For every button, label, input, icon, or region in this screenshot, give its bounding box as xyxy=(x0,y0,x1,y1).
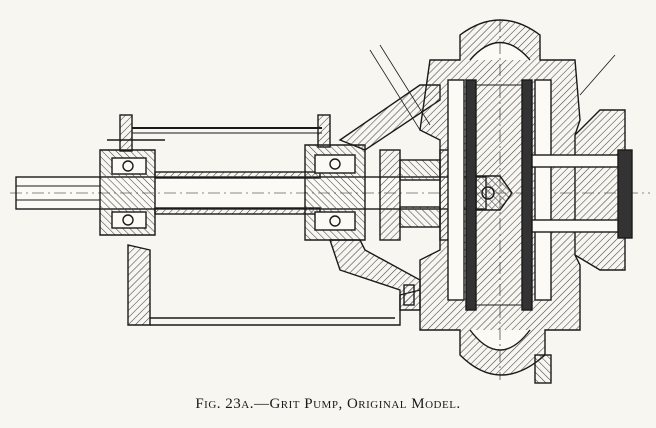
inboard-bearing xyxy=(304,114,366,241)
suction-nozzle xyxy=(531,54,633,271)
outboard-bearing xyxy=(99,114,165,236)
impeller xyxy=(465,79,533,311)
grit-pump-section-drawing xyxy=(10,19,650,384)
impeller-nut xyxy=(475,175,513,211)
figure-caption: Fig. 23a.—Grit Pump, Original Model. xyxy=(195,396,461,412)
